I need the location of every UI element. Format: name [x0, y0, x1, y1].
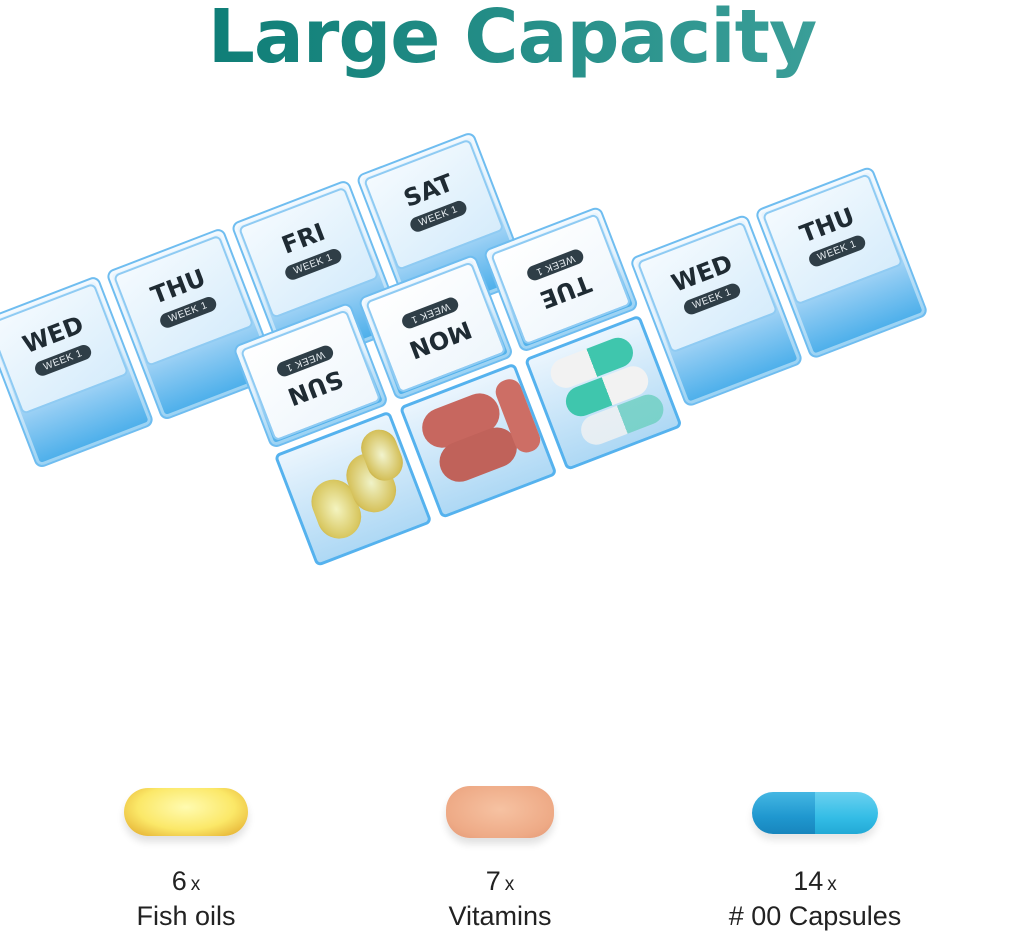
capacity-label: Vitamins: [448, 901, 552, 931]
page-title: Large Capacity: [0, 0, 1024, 80]
fish-oil-softgel-icon: [124, 788, 248, 836]
capacity-label: # 00 Capsules: [728, 901, 902, 931]
capsule-icon: [752, 792, 878, 834]
capacity-label: Fish oils: [136, 901, 236, 931]
vitamin-tablet-icon: [446, 786, 554, 838]
